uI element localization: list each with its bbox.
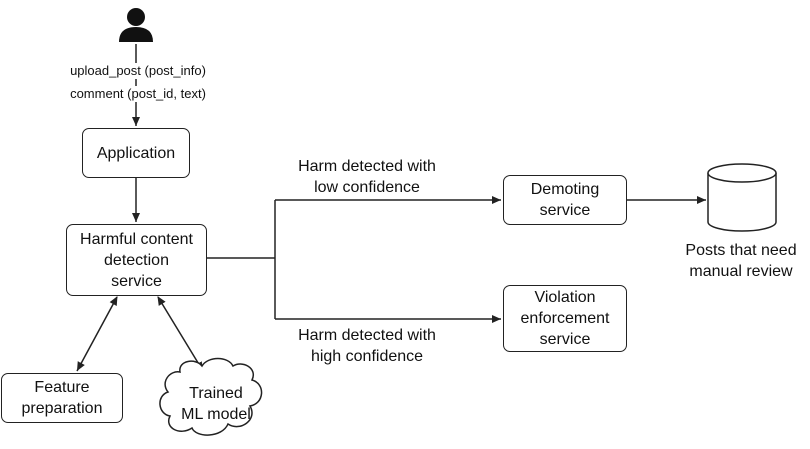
ml-model-cloud	[159, 357, 263, 436]
edge-detection-ml-model	[157, 296, 204, 372]
low-confidence-label: Harm detected with low confidence	[298, 158, 436, 196]
feature-preparation-label: Feature preparation	[21, 379, 103, 417]
feature-preparation-node: Feature preparation	[1, 373, 123, 423]
violation-service-label: Violation enforcement service	[520, 289, 610, 348]
demoting-service-label: Demoting service	[530, 181, 600, 219]
comment-label: comment (post_id, text)	[60, 86, 216, 102]
upload-post-label: upload_post (post_info)	[60, 63, 216, 79]
edge-detection-feature	[76, 296, 118, 372]
ml-model-label: Trained ML model	[181, 385, 251, 423]
high-confidence-label: Harm detected with high confidence	[298, 327, 436, 365]
user-icon	[119, 8, 153, 42]
demoting-service-node: Demoting service	[503, 175, 627, 225]
detection-service-node: Harmful content detection service	[66, 224, 207, 296]
application-label: Application	[96, 144, 176, 162]
database-icon	[707, 163, 777, 232]
violation-service-node: Violation enforcement service	[503, 285, 627, 352]
database-caption: Posts that need manual review	[685, 242, 797, 280]
detection-service-label: Harmful content detection service	[80, 230, 193, 290]
application-node: Application	[82, 128, 190, 178]
